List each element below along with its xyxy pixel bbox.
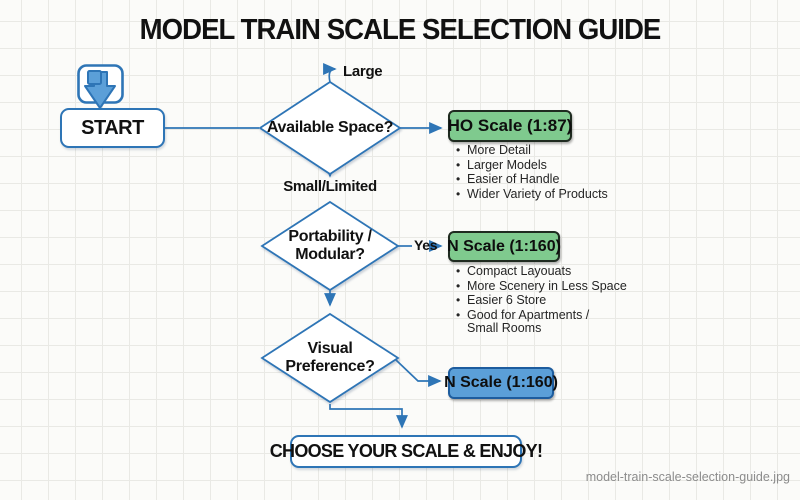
result-n-scale-green-label: N Scale (1:160)	[447, 237, 561, 255]
edge-visual-to-nblue	[395, 359, 442, 387]
page-title: MODEL TRAIN SCALE SELECTION GUIDE	[139, 14, 662, 46]
list-item: •Easier of Handle	[456, 172, 560, 186]
decision-visual-preference-label: Visual Preference?	[285, 340, 375, 375]
bullet-dot: •	[456, 186, 461, 201]
start-label: START	[81, 116, 144, 139]
result-n-scale-green: N Scale (1:160)	[447, 231, 561, 262]
start-node: START	[60, 108, 165, 148]
n-scale-bullets: •Compact Layouats •More Scenery in Less …	[456, 264, 627, 336]
decision-portability-diamond	[260, 200, 400, 292]
bullet-dot: •	[456, 307, 461, 322]
bullet-dot: •	[456, 264, 461, 278]
result-ho-scale: HO Scale (1:87)	[448, 110, 572, 142]
result-ho-scale-label: HO Scale (1:87)	[447, 116, 573, 135]
list-item: •Larger Models	[456, 157, 547, 172]
result-n-scale-blue-label: N Scale (1:160)	[444, 374, 558, 391]
bullet-dot: •	[456, 157, 461, 172]
download-arrow-icon	[77, 64, 124, 109]
edge-label-large: Large	[343, 63, 383, 80]
decision-available-space-label: Available Space?	[266, 119, 394, 136]
edge-label-yes: Yes	[414, 237, 438, 253]
decision-available-space-diamond	[258, 80, 402, 176]
filename-caption: model-train-scale-selection-guide.jpg	[585, 470, 790, 484]
decision-visual-preference-diamond	[260, 312, 400, 404]
list-item: •More Detail	[456, 143, 531, 157]
bullet-dot: •	[456, 143, 461, 157]
bullet-dot: •	[456, 172, 461, 186]
end-node: CHOOSE YOUR SCALE & ENJOY!	[270, 435, 543, 468]
decision-portability-label: Portability / Modular?	[288, 228, 372, 263]
list-item: •Compact Layouats	[456, 264, 572, 278]
bullet-dot: •	[456, 293, 461, 307]
edge-large	[323, 63, 337, 83]
edge-visual-to-end	[329, 404, 408, 429]
list-item: •Wider Variety of Products	[456, 186, 608, 201]
bullet-dot: •	[456, 278, 461, 293]
edge-label-small-limited: Small/Limited	[283, 178, 377, 195]
end-label: CHOOSE YOUR SCALE & ENJOY!	[269, 441, 543, 461]
result-n-scale-blue: N Scale (1:160)	[444, 367, 558, 399]
list-item: •More Scenery in Less Space	[456, 278, 627, 293]
list-item: •Easier 6 Store	[456, 293, 547, 307]
ho-scale-bullets: •More Detail •Larger Models •Easier of H…	[456, 143, 608, 201]
list-item: •Good for Apartments / Small Rooms	[456, 307, 590, 335]
